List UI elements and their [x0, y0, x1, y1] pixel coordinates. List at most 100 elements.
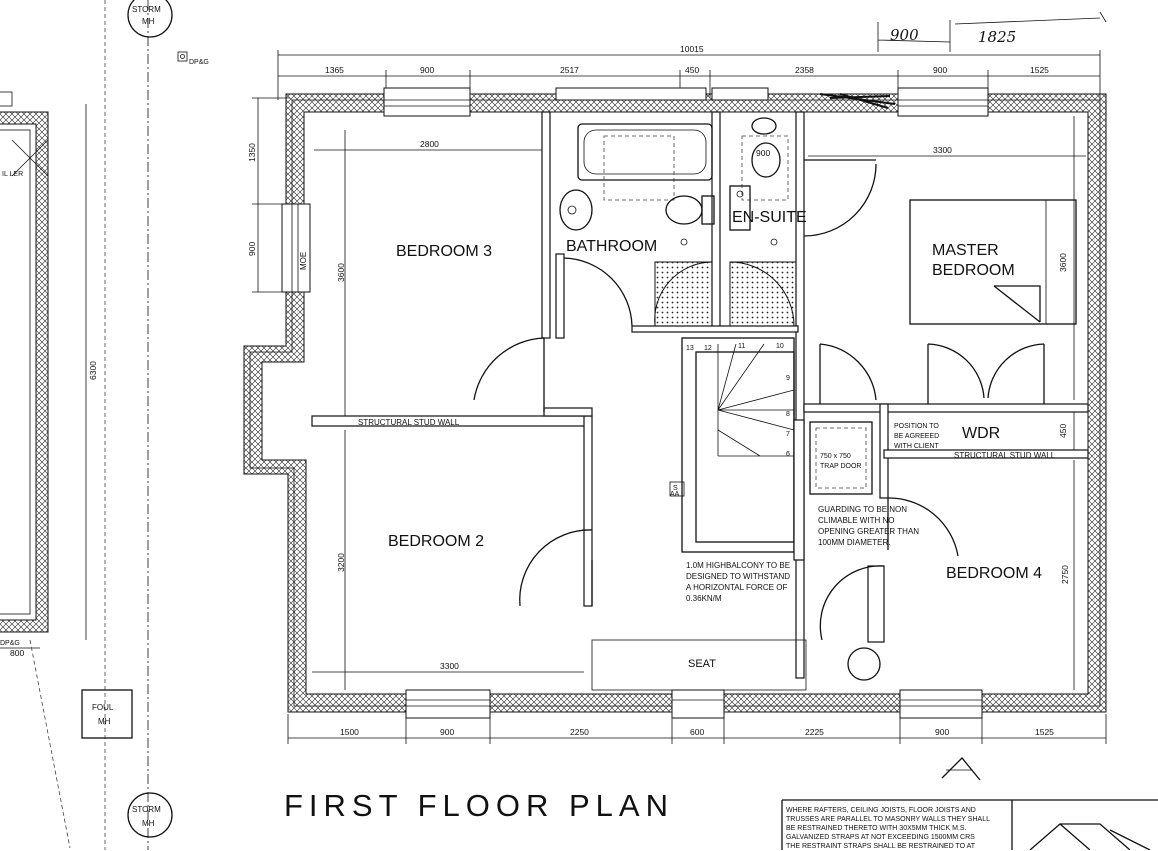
dim-bot-6: 900	[935, 727, 949, 737]
garage-dim-height: 6300	[88, 361, 98, 380]
plan-title: FIRST FLOOR PLAN	[284, 788, 674, 823]
room-bathroom: BATHROOM	[566, 238, 657, 255]
room-bedroom-3: BEDROOM 3	[396, 243, 492, 260]
dpg-marker: DP&G	[177, 51, 209, 66]
external-walls: MOE	[243, 87, 1107, 719]
trap-door-label-2: TRAP DOOR	[820, 463, 862, 470]
garage-dim-bottom: 800	[10, 648, 24, 658]
guarding-note-3: OPENING GREATER THAN	[818, 527, 919, 536]
svg-text:MH: MH	[142, 819, 155, 828]
stud-wall-label-left: STRUCTURAL STUD WALL	[358, 418, 460, 427]
dim-bot-3: 2250	[570, 727, 589, 737]
wdr-height-dim: 450	[1058, 424, 1068, 438]
sa-label-1: S	[673, 485, 678, 492]
stair-num-6: 6	[786, 451, 790, 458]
note-line: BE RESTRAINED THERETO WITH 30X5MM THICK …	[786, 825, 967, 832]
construction-notes: WHERE RAFTERS, CEILING JOISTS, FLOOR JOI…	[786, 806, 1006, 851]
ensuite-fittings: 900	[729, 117, 797, 327]
svg-text:FOUL: FOUL	[92, 703, 114, 712]
master-height-dim: 3600	[1058, 253, 1068, 272]
bed3-width-dim: 2800	[420, 139, 439, 149]
bed2-width-dim: 3300	[440, 661, 459, 671]
stair-num-7: 7	[786, 431, 790, 438]
handwritten-dimensions: 900 1825	[877, 11, 1107, 52]
storm-manhole-top: STORM MH	[127, 0, 173, 38]
svg-text:MH: MH	[142, 17, 155, 26]
trap-door-label-1: 750 x 750	[820, 453, 851, 460]
internal-walls	[311, 111, 1089, 691]
trap-door	[809, 421, 873, 495]
garage-fragment: IL LER 6300 800 DP&G	[0, 0, 149, 850]
stair-num-8: 8	[786, 411, 790, 418]
svg-text:MH: MH	[98, 717, 111, 726]
svg-text:10015: 10015	[680, 44, 704, 54]
room-wdr: WDR	[962, 425, 1000, 442]
dim-bot-4: 600	[690, 727, 704, 737]
dim-bot-2: 900	[440, 727, 454, 737]
dim-left-2: 900	[247, 242, 257, 256]
guarding-note-2: CLIMABLE WITH NO	[818, 516, 894, 525]
svg-text:900: 900	[890, 26, 919, 44]
guarding-note-1: GUARDING TO BE NON	[818, 505, 907, 514]
note-line: THE RESTRAINT STRAPS SHALL BE RESTRAINED…	[786, 843, 976, 850]
stair-num-9: 9	[786, 375, 790, 382]
room-bedroom-2: BEDROOM 2	[388, 533, 484, 550]
bed2-height-dim: 3200	[336, 553, 346, 572]
dim-bot-5: 2225	[805, 727, 824, 737]
svg-text:1825: 1825	[978, 28, 1016, 46]
stair-num-12: 12	[704, 345, 712, 352]
svg-text:DP&G: DP&G	[189, 59, 209, 66]
svg-text:STORM: STORM	[132, 5, 161, 14]
dimension-top-overall: 10015	[277, 44, 1101, 100]
stair-num-13: 13	[686, 345, 694, 352]
dim-top-5: 2358	[795, 65, 814, 75]
internal-dimensions	[312, 116, 1086, 690]
ensuite-wc-dim: 900	[756, 148, 770, 158]
stud-wall-label-right: STRUCTURAL STUD WALL	[954, 451, 1056, 460]
sa-label-2: AA	[670, 491, 680, 498]
dim-top-1: 1365	[325, 65, 344, 75]
room-seat: SEAT	[688, 658, 716, 670]
note-line: TRUSSES ARE PARALLEL TO MASONRY WALLS TH…	[786, 816, 990, 823]
position-note-3: WITH CLIENT	[894, 443, 939, 450]
master-width-dim: 3300	[933, 145, 952, 155]
boiler-label: IL LER	[2, 171, 23, 178]
dim-top-6: 900	[933, 65, 947, 75]
bathroom-fittings	[559, 123, 715, 327]
wdr-cupboard-symbol	[847, 647, 881, 681]
moe-label: MOE	[299, 252, 308, 270]
balcony-note-2: DESIGNED TO WITHSTAND	[686, 572, 790, 581]
dim-bot-1: 1500	[340, 727, 359, 737]
stair-num-10: 10	[776, 343, 784, 350]
dim-top-2: 900	[420, 65, 434, 75]
stair-num-11: 11	[738, 343, 745, 350]
balcony-note-1: 1.0M HIGHBALCONY TO BE	[686, 561, 790, 570]
storm-manhole-bottom: STORM MH	[127, 792, 173, 838]
dim-top-4: 450	[685, 65, 699, 75]
room-master-line1: MASTER	[932, 242, 999, 259]
door-swings	[473, 159, 1045, 641]
room-bedroom-4: BEDROOM 4	[946, 565, 1042, 582]
foul-manhole: FOUL MH	[81, 689, 133, 739]
room-master-line2: BEDROOM	[932, 262, 1015, 279]
dpg-label-left: DP&G	[0, 640, 20, 647]
guarding-note-4: 100MM DIAMETER.	[818, 538, 890, 547]
staircase	[669, 343, 795, 497]
note-line: GALVANIZED STRAPS AT NOT EXCEEDING 1500M…	[786, 834, 975, 841]
master-bed	[909, 199, 1077, 325]
dim-top-7: 1525	[1030, 65, 1049, 75]
bed3-height-dim: 3600	[336, 263, 346, 282]
section-marker	[941, 757, 981, 781]
position-note-2: BE AGREEED	[894, 433, 939, 440]
balcony-note-4: 0.36KN/M	[686, 594, 722, 603]
note-line: WHERE RAFTERS, CEILING JOISTS, FLOOR JOI…	[786, 807, 976, 814]
dim-top-3: 2517	[560, 65, 579, 75]
svg-text:STORM: STORM	[132, 805, 161, 814]
dim-bot-7: 1525	[1035, 727, 1054, 737]
notes-box	[781, 799, 1158, 850]
balcony-note-3: A HORIZONTAL FORCE OF	[686, 583, 787, 592]
dimension-top-row: 1365 900 2517 450 2358 900 1525	[278, 65, 1100, 98]
dim-left-1: 1350	[247, 143, 257, 162]
position-note-1: POSITION TO	[894, 423, 939, 430]
